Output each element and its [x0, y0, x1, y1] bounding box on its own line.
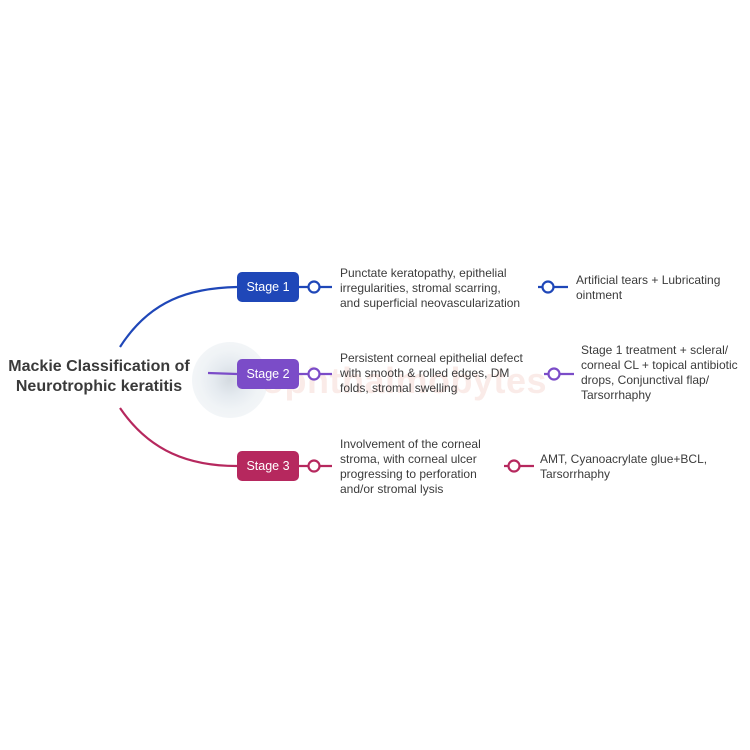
- treatment-line: Stage 1 treatment + scleral/: [581, 343, 729, 357]
- stage-3-branch-line: [119, 407, 238, 468]
- description-line: Persistent corneal epithelial defect: [340, 351, 523, 365]
- treatment-line: Tarsorrhaphy: [540, 467, 611, 481]
- watermark-text: ophthalmobytes: [262, 360, 548, 401]
- treatment-line: drops, Conjunctival flap/: [581, 373, 710, 387]
- stage-3-description: Involvement of the corneal stroma, with …: [340, 437, 481, 497]
- treatment-line: corneal CL + topical antibiotic: [581, 358, 738, 372]
- stage-3-treatment: AMT, Cyanoacrylate glue+BCL, Tarsorrhaph…: [540, 452, 707, 482]
- description-line: irregularities, stromal scarring,: [340, 281, 501, 295]
- stage-1-node[interactable]: Stage 1: [237, 272, 299, 302]
- stage-1-treatment-node-circle: [541, 280, 555, 294]
- stage-1-description-node-circle: [307, 280, 321, 294]
- description-line: progressing to perforation: [340, 467, 477, 481]
- stage-2-node[interactable]: Stage 2: [237, 359, 299, 389]
- description-line: folds, stromal swelling: [340, 381, 458, 395]
- stage-label: Stage 2: [246, 367, 290, 381]
- description-line: Involvement of the corneal: [340, 437, 481, 451]
- description-line: and superficial neovascularization: [340, 296, 521, 310]
- stage-1-description: Punctate keratopathy, epithelial irregul…: [340, 266, 520, 311]
- stage-2-description-node-circle: [307, 367, 321, 381]
- treatment-line: AMT, Cyanoacrylate glue+BCL,: [540, 452, 708, 466]
- treatment-line: ointment: [576, 288, 623, 302]
- description-line: stroma, with corneal ulcer: [340, 452, 477, 466]
- stage-2-description: Persistent corneal epithelial defect wit…: [340, 351, 523, 396]
- stage-2-treatment: Stage 1 treatment + scleral/ corneal CL …: [581, 343, 738, 403]
- root-title-line: Mackie Classification of: [8, 358, 190, 375]
- description-line: with smooth & rolled edges, DM: [340, 366, 510, 380]
- stage-label: Stage 1: [246, 280, 290, 294]
- stage-1-treatment: Artificial tears + Lubricating ointment: [576, 273, 720, 303]
- root-title-line: Neurotrophic keratitis: [15, 378, 183, 395]
- treatment-line: Artificial tears + Lubricating: [576, 273, 721, 287]
- stage-3-treatment-node-circle: [507, 459, 521, 473]
- stage-1-branch-line: [119, 285, 238, 348]
- stage-3-node[interactable]: Stage 3: [237, 451, 299, 481]
- root-title: Mackie Classification of Neurotrophic ke…: [4, 357, 194, 397]
- description-line: Punctate keratopathy, epithelial: [340, 266, 507, 280]
- treatment-line: Tarsorrhaphy: [581, 388, 652, 402]
- stage-3-description-node-circle: [307, 459, 321, 473]
- description-line: and/or stromal lysis: [340, 482, 444, 496]
- stage-label: Stage 3: [246, 459, 290, 473]
- stage-2-treatment-node-circle: [547, 367, 561, 381]
- stage-2-branch-line: [207, 371, 238, 376]
